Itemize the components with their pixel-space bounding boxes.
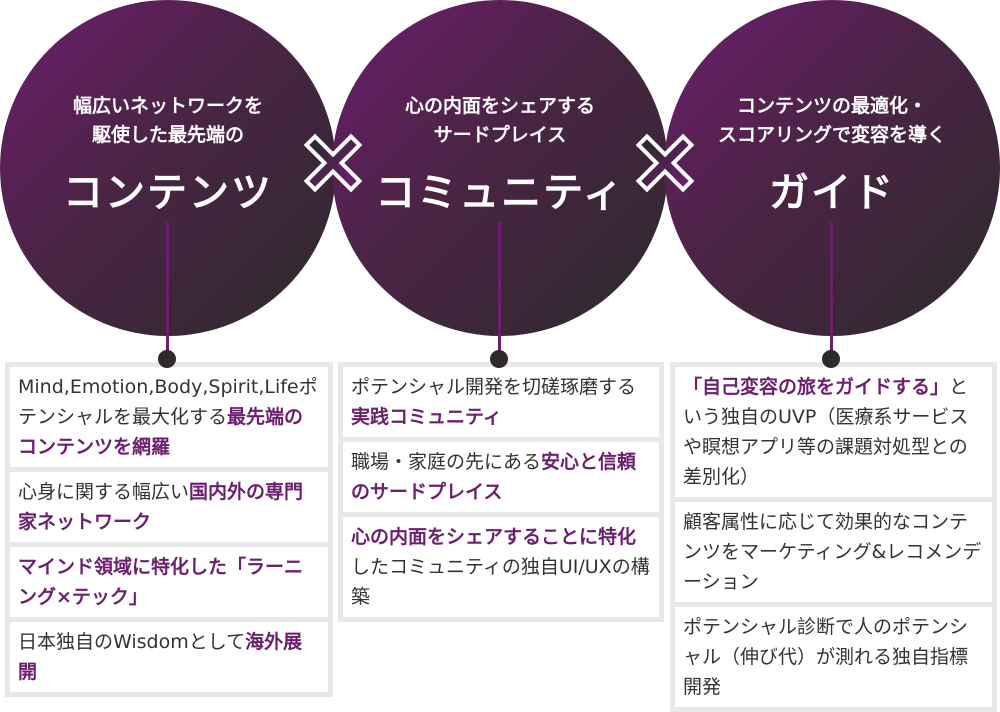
- feature-item: 心の内面をシェアすることに特化したコミュニティの独自UI/UXの構築: [343, 517, 659, 617]
- body-text: 職場・家庭の先にある: [351, 451, 542, 473]
- circle-title: ガイド: [769, 170, 895, 216]
- subtitle-line: コンテンツの最適化・: [736, 95, 927, 117]
- connector-line: [166, 222, 169, 357]
- body-text: ポテンシャル開発を切磋琢磨する: [351, 376, 637, 398]
- circle-title: コミュニティ: [375, 170, 625, 216]
- feature-item: ポテンシャル診断で人のポテンシャル（伸び代）が測れる独自指標開発: [675, 607, 992, 707]
- feature-panel-1: ポテンシャル開発を切磋琢磨する実践コミュニティ職場・家庭の先にある安心と信頼のサ…: [338, 362, 664, 622]
- subtitle-line: 心の内面をシェアする: [404, 95, 595, 117]
- body-text: 心身に関する幅広い: [18, 481, 190, 503]
- highlight-text: 心の内面をシェアすることに特化: [351, 526, 637, 548]
- highlight-text: 最先端のコンテンツを網羅: [18, 406, 304, 458]
- highlight-text: 実践コミュニティ: [351, 406, 502, 428]
- feature-item: 日本独自のWisdomとして海外展開: [10, 622, 328, 692]
- feature-panel-0: Mind,Emotion,Body,Spirit,Lifeポテンシャルを最大化す…: [5, 362, 333, 697]
- feature-item: 心身に関する幅広い国内外の専門家ネットワーク: [10, 472, 328, 542]
- body-text: Mind,Emotion,Body,Spirit,Lifeポテンシャルを最大化す…: [18, 376, 318, 428]
- connector-dot: [490, 350, 508, 368]
- connector-line: [830, 222, 833, 357]
- subtitle-line: スコアリングで変容を導く: [717, 124, 946, 146]
- body-text: 顧客属性に応じて効果的なコンテンツをマーケティング&レコメンデーション: [683, 511, 982, 593]
- feature-item: 「自己変容の旅をガイドする」という独自のUVP（医療系サービスや瞑想アプリ等の課…: [675, 367, 992, 497]
- circle-subtitle: 幅広いネットワークを駆使した最先端の: [0, 92, 336, 150]
- connector-dot: [822, 350, 840, 368]
- multiply-icon: [303, 133, 363, 193]
- highlight-text: 国内外の専門家ネットワーク: [18, 481, 304, 533]
- connector-line: [498, 222, 501, 357]
- subtitle-line: 駆使した最先端の: [91, 124, 244, 146]
- highlight-text: 安心と信頼のサードプレイス: [351, 451, 637, 503]
- multiply-icon: [635, 133, 695, 193]
- circle-subtitle: 心の内面をシェアするサードプレイス: [332, 92, 668, 150]
- subtitle-line: サードプレイス: [433, 124, 567, 146]
- body-text: したコミュニティの独自UI/UXの構築: [351, 556, 650, 608]
- feature-item: マインド領域に特化した「ラーニング×テック」: [10, 547, 328, 617]
- highlight-text: 海外展開: [18, 631, 303, 683]
- subtitle-line: 幅広いネットワークを: [72, 95, 263, 117]
- body-text: という独自のUVP（医療系サービスや瞑想アプリ等の課題対処型との差別化）: [683, 376, 969, 488]
- body-text: ポテンシャル診断で人のポテンシャル（伸び代）が測れる独自指標開発: [683, 616, 969, 698]
- connector-dot: [158, 350, 176, 368]
- highlight-text: 「自己変容の旅をガイドする」: [683, 376, 950, 398]
- feature-item: 顧客属性に応じて効果的なコンテンツをマーケティング&レコメンデーション: [675, 502, 992, 602]
- feature-item: Mind,Emotion,Body,Spirit,Lifeポテンシャルを最大化す…: [10, 367, 328, 467]
- feature-item: ポテンシャル開発を切磋琢磨する実践コミュニティ: [343, 367, 659, 437]
- circle-title: コンテンツ: [63, 170, 273, 216]
- feature-panel-2: 「自己変容の旅をガイドする」という独自のUVP（医療系サービスや瞑想アプリ等の課…: [670, 362, 997, 712]
- feature-item: 職場・家庭の先にある安心と信頼のサードプレイス: [343, 442, 659, 512]
- circle-subtitle: コンテンツの最適化・スコアリングで変容を導く: [664, 92, 1000, 150]
- highlight-text: マインド領域に特化した「ラーニング×テック」: [18, 556, 304, 608]
- body-text: 日本独自のWisdomとして: [18, 631, 246, 653]
